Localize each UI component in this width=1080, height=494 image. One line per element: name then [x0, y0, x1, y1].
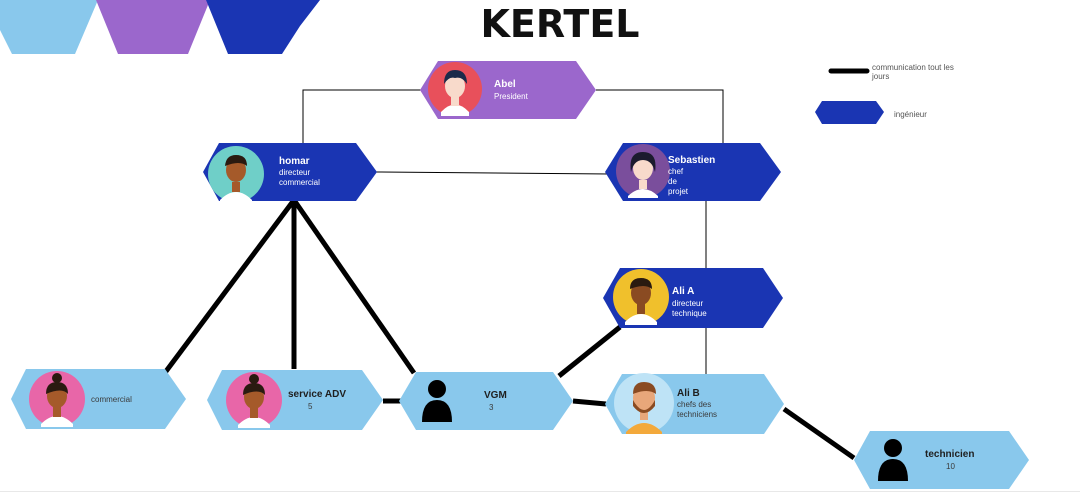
connector-homar-commercial	[158, 198, 297, 380]
bottom-divider	[0, 491, 1080, 492]
node-name: homar	[279, 156, 310, 167]
legend-engineer-label: ingénieur	[894, 110, 927, 119]
node-role: 5	[308, 402, 313, 411]
legend-engineer-swatch	[815, 101, 884, 124]
node-name: Ali B	[677, 388, 700, 399]
thick-connectors	[158, 198, 856, 461]
node-name: VGM	[484, 390, 507, 401]
avatar-woman-pink-icon	[29, 371, 85, 427]
person-silhouette-icon	[878, 439, 908, 481]
node-name: Ali A	[672, 286, 695, 297]
avatar-woman-purple-icon	[616, 144, 670, 198]
node-name: service ADV	[288, 389, 346, 400]
node-role: chef de projet	[668, 167, 689, 196]
avatar-man-teal-icon	[208, 146, 264, 202]
connector-abel-sebastien	[596, 89, 724, 143]
node-role: 10	[946, 462, 955, 471]
node-name: Sebastien	[668, 155, 716, 166]
avatar-man-bearded-icon	[614, 373, 674, 434]
connector-homar-sebastien	[375, 171, 611, 175]
deco-hexagon-purple	[96, 0, 210, 54]
deco-hexagon-dark-blue	[206, 0, 320, 54]
legend-daily-communication-label: communication tout les jours	[872, 63, 954, 81]
deco-hexagon-light-blue	[0, 0, 98, 54]
avatar-woman-red-icon	[428, 62, 482, 116]
thin-connectors	[302, 89, 724, 374]
person-silhouette-icon	[422, 380, 452, 422]
connector-vgm-alib	[572, 398, 607, 407]
node-name: technicien	[925, 449, 975, 460]
avatar-man-yellow-icon	[613, 269, 669, 325]
node-role: directeur technique	[672, 299, 707, 318]
page-title: KERTEL	[480, 2, 640, 46]
node-role: commercial	[91, 395, 132, 404]
connector-abel-homar	[302, 89, 432, 143]
node-name: Abel	[494, 79, 516, 90]
connector-vgm-alia	[557, 325, 622, 378]
node-role: 3	[489, 403, 494, 412]
connector-alib-technicien	[782, 406, 856, 461]
node-role: directeur commercial	[279, 168, 320, 187]
node-role: President	[494, 92, 528, 101]
node-role: chefs des techniciens	[677, 400, 718, 419]
connector-homar-vgm	[291, 198, 417, 375]
avatar-woman-pink-icon	[226, 372, 282, 428]
